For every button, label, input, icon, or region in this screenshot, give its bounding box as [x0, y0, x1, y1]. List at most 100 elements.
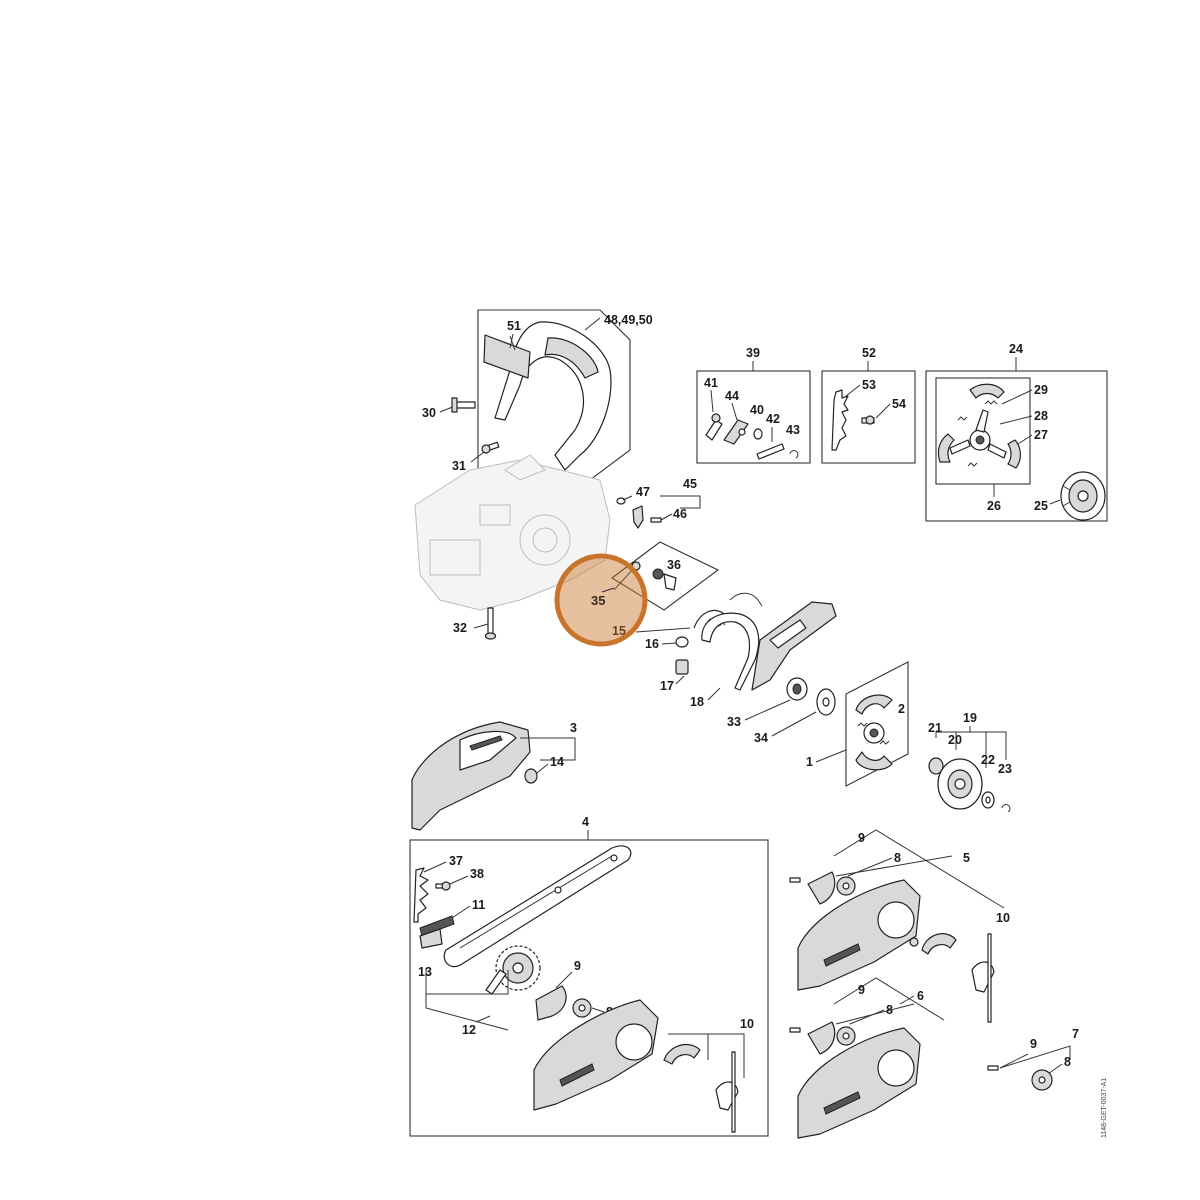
- chain-brake-handle-group: [477, 309, 631, 481]
- callout-21[interactable]: 21: [928, 721, 942, 735]
- nut-8c-icon: [836, 1026, 856, 1046]
- callout-16[interactable]: 16: [645, 637, 659, 651]
- sprocket-cover-6-icon: [797, 1027, 921, 1139]
- bar-kit-4-box: [409, 839, 769, 1137]
- callout-38[interactable]: 38: [470, 867, 484, 881]
- callout-26[interactable]: 26: [987, 499, 1001, 513]
- nut-8a-icon: [572, 998, 592, 1018]
- guide-bar-icon: [443, 845, 632, 968]
- callout-1[interactable]: 1: [806, 755, 813, 769]
- bar-sprocket-icon: [485, 945, 541, 995]
- callout-8c[interactable]: 8: [886, 1003, 893, 1017]
- callout-34[interactable]: 34: [754, 731, 768, 745]
- callout-24[interactable]: 24: [1009, 342, 1023, 356]
- callout-48-49-50[interactable]: 48,49,50: [604, 313, 653, 327]
- cover-plate-9a-icon: [535, 985, 567, 1021]
- callout-54[interactable]: 54: [892, 397, 906, 411]
- callout-23[interactable]: 23: [998, 762, 1012, 776]
- callout-33[interactable]: 33: [727, 715, 741, 729]
- reference-code: 1148-GET-0037-A1: [1101, 1078, 1108, 1138]
- bumper-spike-37-icon: [413, 867, 429, 923]
- callout-9a[interactable]: 9: [574, 959, 581, 973]
- callout-31[interactable]: 31: [452, 459, 466, 473]
- callout-47[interactable]: 47: [636, 485, 650, 499]
- clutch-spring-icon: [957, 400, 998, 467]
- callout-13[interactable]: 13: [418, 965, 432, 979]
- screw-9c-icon: [789, 1027, 801, 1033]
- tensioner-10a-icon: [663, 1043, 739, 1133]
- callout-10b[interactable]: 10: [996, 911, 1010, 925]
- sprocket-cover-5-icon: [797, 879, 921, 991]
- bearing-21-icon: [928, 757, 944, 775]
- callout-12[interactable]: 12: [462, 1023, 476, 1037]
- callout-32[interactable]: 32: [453, 621, 467, 635]
- guide-plate-11-icon: [419, 915, 455, 949]
- clutch-assembly-1-icon: [855, 694, 893, 771]
- callout-40[interactable]: 40: [750, 403, 764, 417]
- callout-8b[interactable]: 8: [894, 851, 901, 865]
- callout-9d[interactable]: 9: [1030, 1037, 1037, 1051]
- nut-14-icon: [524, 768, 538, 784]
- callout-52[interactable]: 52: [862, 346, 876, 360]
- callout-4[interactable]: 4: [582, 815, 589, 829]
- callout-45[interactable]: 45: [683, 477, 697, 491]
- callout-14[interactable]: 14: [550, 755, 564, 769]
- nut-8d-icon: [1031, 1069, 1053, 1091]
- washer-40-icon: [753, 428, 763, 440]
- callout-9c[interactable]: 9: [858, 983, 865, 997]
- callout-53[interactable]: 53: [862, 378, 876, 392]
- callout-17[interactable]: 17: [660, 679, 674, 693]
- clutch-drum-20-icon: [937, 758, 983, 810]
- callout-43[interactable]: 43: [786, 423, 800, 437]
- screw-38-icon: [435, 881, 451, 891]
- callout-25[interactable]: 25: [1034, 499, 1048, 513]
- clip-43-icon: [789, 450, 799, 459]
- screw-9d-icon: [987, 1065, 999, 1071]
- callout-51[interactable]: 51: [507, 319, 521, 333]
- callout-27[interactable]: 27: [1034, 428, 1048, 442]
- callout-15[interactable]: 15: [612, 624, 626, 638]
- brake-cover-icon: [751, 601, 837, 691]
- callout-18[interactable]: 18: [690, 695, 704, 709]
- callout-37[interactable]: 37: [449, 854, 463, 868]
- callout-29[interactable]: 29: [1034, 383, 1048, 397]
- spring-36-icon: [652, 568, 677, 591]
- callout-46[interactable]: 46: [673, 507, 687, 521]
- callout-7[interactable]: 7: [1072, 1027, 1079, 1041]
- callout-5[interactable]: 5: [963, 851, 970, 865]
- pin-42-icon: [756, 443, 785, 460]
- lever-41-icon: [705, 413, 723, 441]
- callout-19[interactable]: 19: [963, 711, 977, 725]
- screw-9b-icon: [789, 877, 801, 883]
- callout-20[interactable]: 20: [948, 733, 962, 747]
- sprocket-cover-4-icon: [533, 999, 659, 1111]
- callout-28[interactable]: 28: [1034, 409, 1048, 423]
- callout-30[interactable]: 30: [422, 406, 436, 420]
- callout-41[interactable]: 41: [704, 376, 718, 390]
- clutch-shoe-icon: [937, 383, 1021, 469]
- lever-44-icon: [723, 419, 749, 445]
- engine-housing-icon: [414, 454, 611, 611]
- spring-33-icon: [786, 677, 808, 701]
- callout-39[interactable]: 39: [746, 346, 760, 360]
- highlight-marker[interactable]: [554, 553, 648, 647]
- callout-11[interactable]: 11: [472, 898, 485, 912]
- callout-8d[interactable]: 8: [1064, 1055, 1071, 1069]
- callout-35[interactable]: 35: [591, 593, 605, 608]
- callout-2[interactable]: 2: [898, 702, 905, 716]
- callout-42[interactable]: 42: [766, 412, 780, 426]
- callout-6[interactable]: 6: [917, 989, 924, 1003]
- sprocket-cover-3-icon: [411, 721, 531, 831]
- callout-3[interactable]: 3: [570, 721, 577, 735]
- callout-22[interactable]: 22: [981, 753, 995, 767]
- callout-44[interactable]: 44: [725, 389, 739, 403]
- lever-group-45: [616, 495, 701, 529]
- brake-band-18-icon: [701, 612, 760, 691]
- callout-9b[interactable]: 9: [858, 831, 865, 845]
- callout-36[interactable]: 36: [667, 558, 681, 572]
- screw-54-icon: [861, 415, 875, 425]
- e-clip-23-icon: [1001, 804, 1011, 813]
- callout-10a[interactable]: 10: [740, 1017, 754, 1031]
- washer-22-icon: [981, 791, 995, 809]
